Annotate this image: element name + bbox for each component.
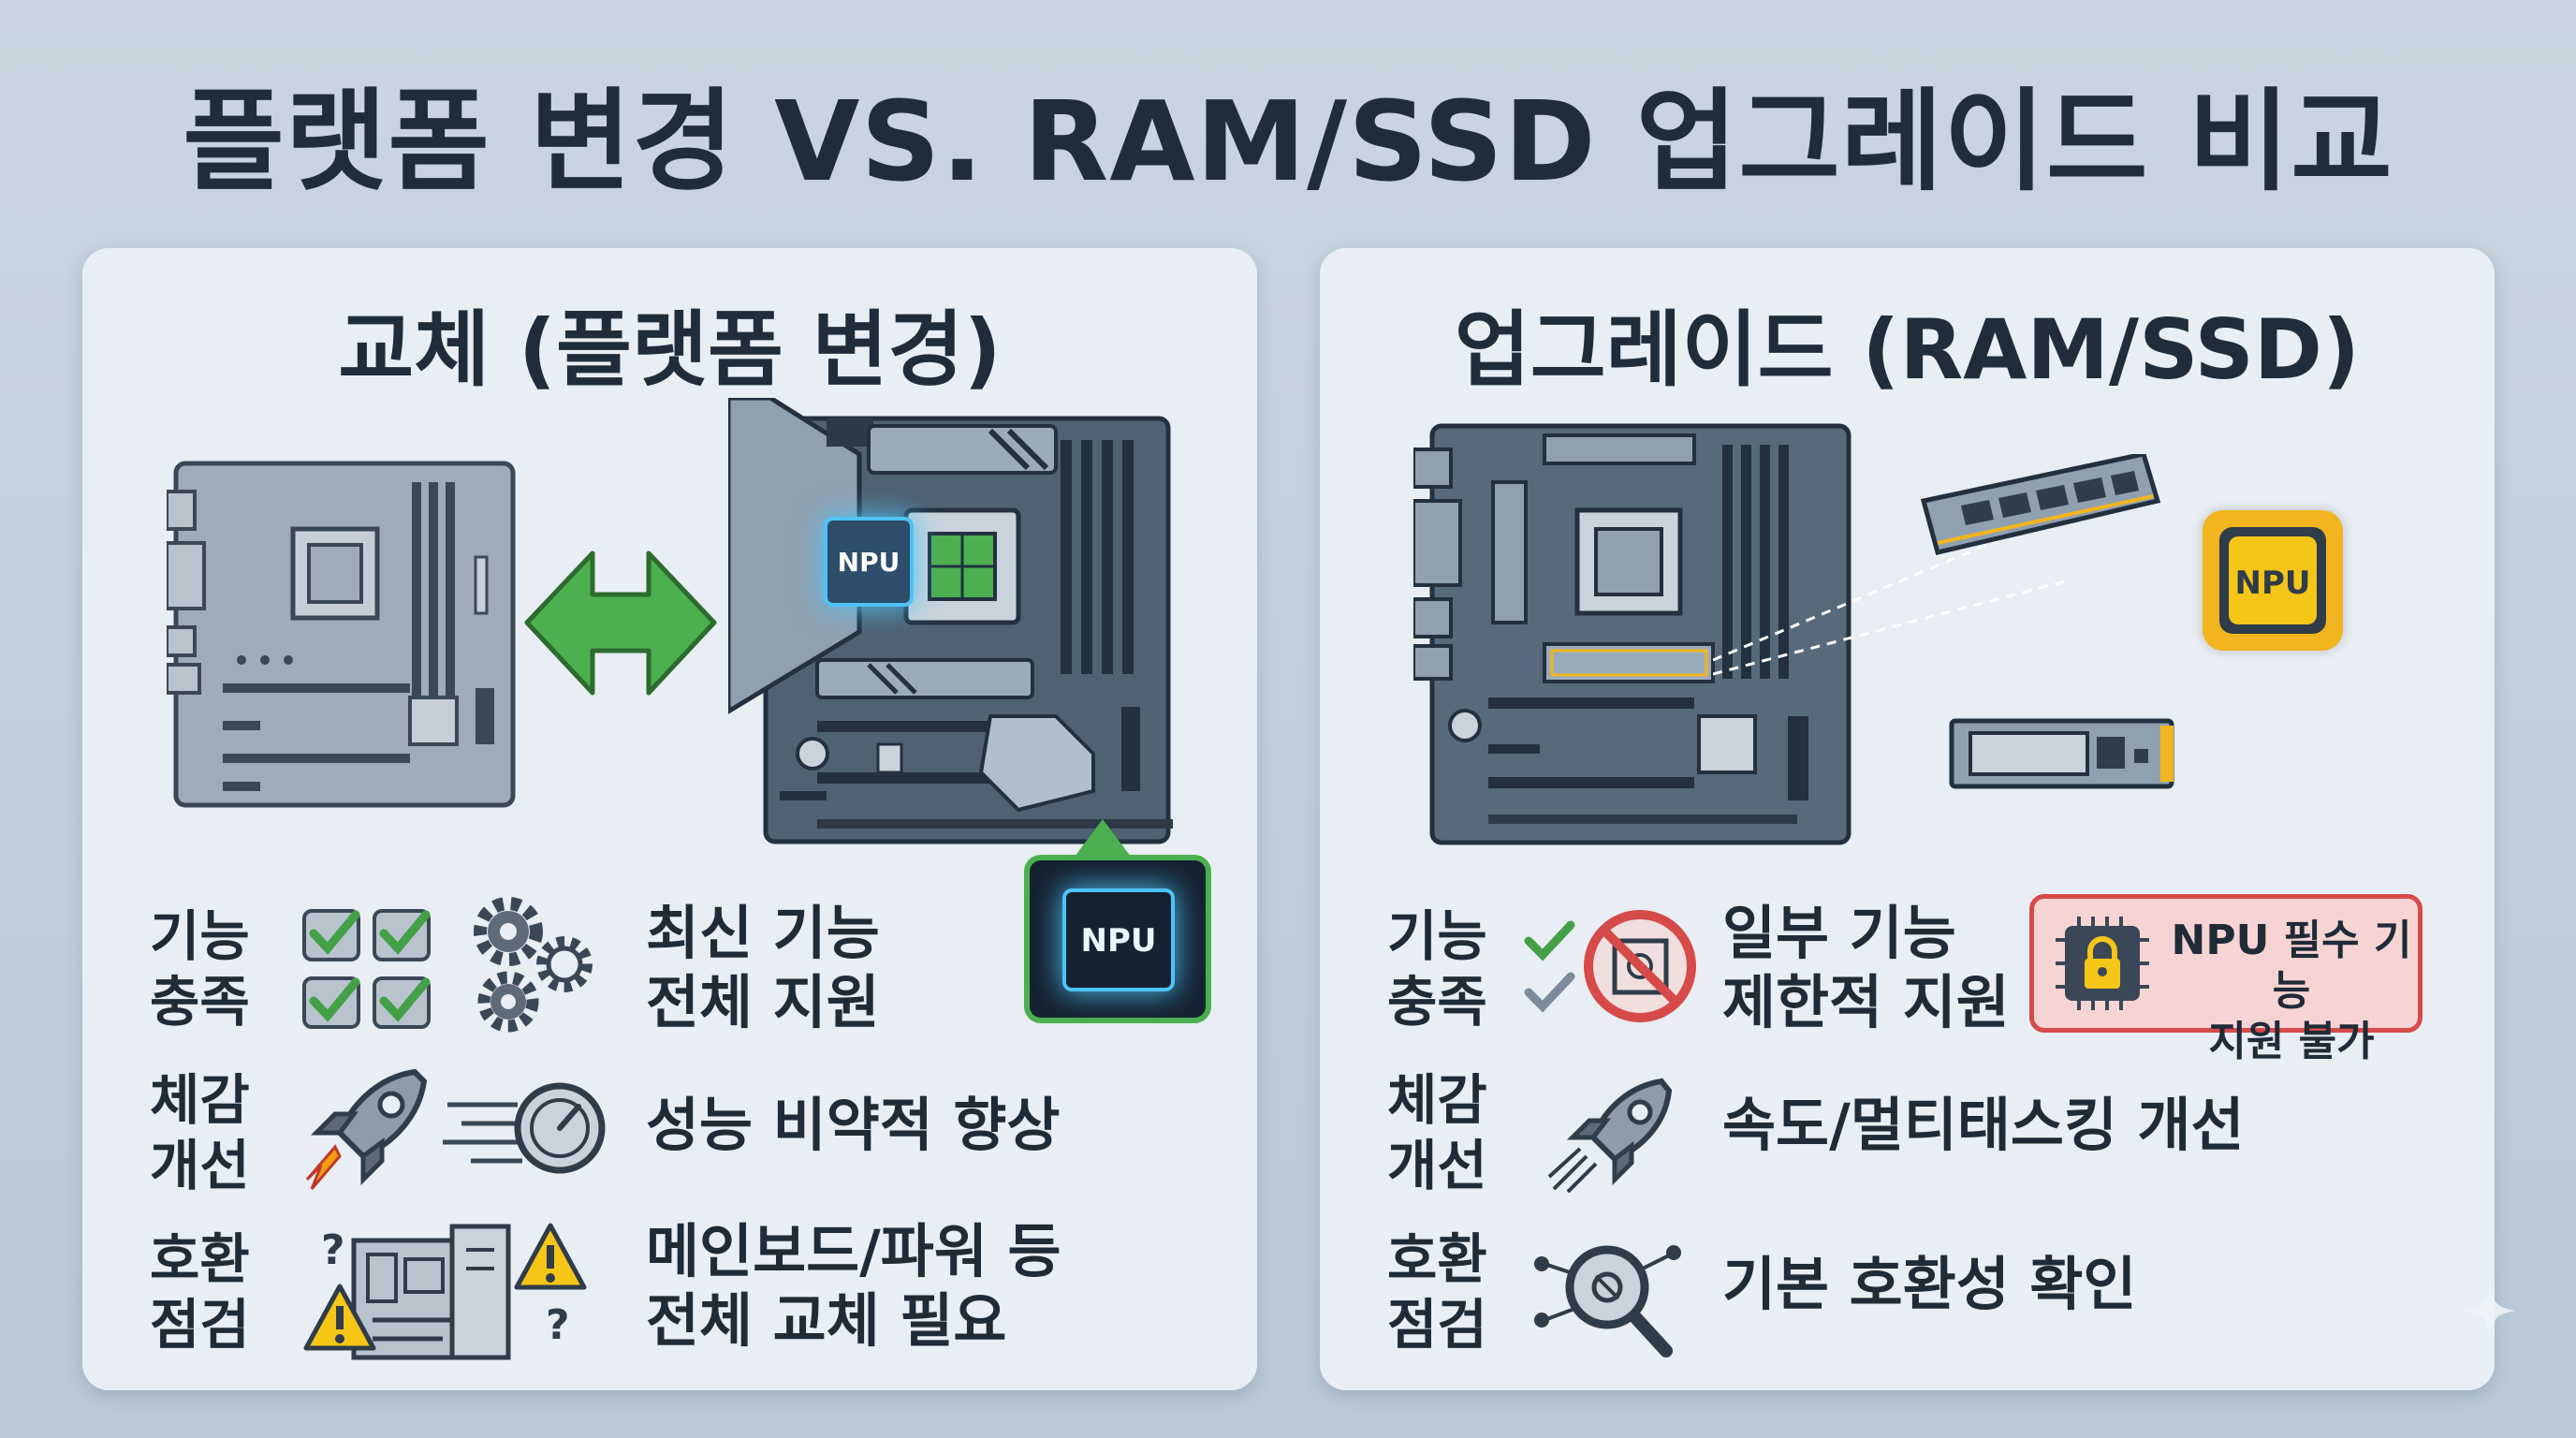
compatibility-board-icon: ? xyxy=(321,1224,511,1360)
row-text-experience: 속도/멀티태스킹 개선 xyxy=(1722,1091,2245,1159)
svg-text:?: ? xyxy=(546,1301,570,1349)
npu-chip-label: NPU xyxy=(837,547,900,578)
row-label-function: 기능 충족 xyxy=(150,904,250,1034)
npu-chip-on-board: NPU xyxy=(824,517,914,607)
ssd-icon xyxy=(1949,718,2174,789)
row-text-compatibility: 메인보드/파워 등 전체 교체 필요 xyxy=(646,1217,1061,1355)
sparkle-icon xyxy=(2464,1284,2516,1337)
magnifier-icon xyxy=(1534,1245,1681,1357)
row-text-function: 최신 기능 전체 지원 xyxy=(646,899,880,1036)
new-motherboard-illustration xyxy=(728,398,1173,844)
speedometer-icon xyxy=(443,1082,606,1174)
npu-badge-label: NPU xyxy=(1080,922,1157,960)
row-text-compatibility: 기본 호환성 확인 xyxy=(1722,1250,2137,1318)
question-icon: ? xyxy=(546,1301,570,1349)
lock-chip-icon xyxy=(2056,917,2149,1010)
double-arrow-icon xyxy=(524,550,717,696)
replacement-panel: 교체 (플랫폼 변경) xyxy=(82,248,1257,1390)
row-label-experience: 체감 개선 xyxy=(150,1068,250,1197)
no-chip-icon xyxy=(1584,910,1696,1022)
check-icon xyxy=(302,909,431,1029)
old-motherboard-illustration xyxy=(167,461,516,808)
upgrade-panel-title: 업그레이드 (RAM/SSD) xyxy=(1454,301,2361,398)
row-text-function: 일부 기능 제한적 지원 xyxy=(1722,899,2010,1036)
npu-warning-box: NPU 필수 기능 지원 불가 xyxy=(2029,894,2422,1065)
npu-callout-pointer xyxy=(1075,819,1131,857)
rocket-icon xyxy=(1547,1078,1673,1194)
warning-icon xyxy=(303,1284,376,1351)
row-label-compatibility: 호환 점검 xyxy=(150,1227,250,1357)
page-title: 플랫폼 변경 VS. RAM/SSD 업그레이드 비교 xyxy=(183,77,2393,206)
row-label-compatibility: 호환 점검 xyxy=(1387,1227,1487,1357)
upgrade-motherboard-illustration xyxy=(1413,423,1852,845)
npu-warning-text: NPU 필수 기능 지원 불가 xyxy=(2171,917,2412,1065)
npu-chip-icon: NPU xyxy=(2203,510,2343,651)
warning-icon xyxy=(514,1223,587,1290)
npu-chip-label: NPU xyxy=(2234,565,2311,602)
rocket-icon xyxy=(305,1068,428,1190)
upgrade-panel: 업그레이드 (RAM/SSD) xyxy=(1320,248,2495,1390)
npu-glow-badge: NPU xyxy=(1024,855,1211,1023)
svg-text:?: ? xyxy=(321,1226,345,1274)
ram-stick-icon xyxy=(1920,454,2161,555)
row-label-function: 기능 충족 xyxy=(1387,904,1487,1034)
check-icon xyxy=(1524,920,1575,1013)
row-label-experience: 체감 개선 xyxy=(1387,1068,1487,1197)
gear-icon xyxy=(474,897,593,1033)
replacement-panel-title: 교체 (플랫폼 변경) xyxy=(338,301,1002,398)
row-text-experience: 성능 비약적 향상 xyxy=(646,1091,1061,1159)
